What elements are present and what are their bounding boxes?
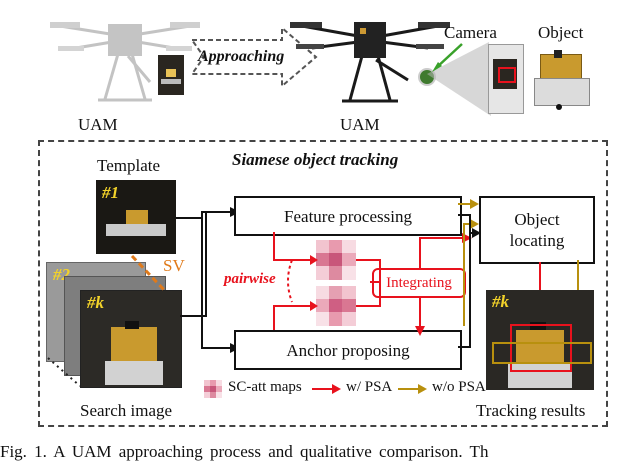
tracking-result-image: #k [486, 290, 594, 390]
stack-dots [47, 357, 81, 387]
camera-pointer-arrow [432, 43, 463, 72]
feature-processing-box: Feature processing [234, 196, 462, 236]
tracking-results-label: Tracking results [476, 401, 586, 420]
object-locating-box: Object locating [479, 196, 595, 264]
drone-illustration [290, 22, 450, 103]
faded-target-card [158, 55, 184, 95]
legend-psa-label: w/ PSA [346, 379, 393, 395]
figure-caption: Fig. 1. A UAM approaching process and qu… [0, 442, 489, 461]
input-connectors [176, 207, 240, 353]
sc-att-map-upper [316, 240, 356, 280]
search-frame-front: #k [80, 290, 182, 388]
no-psa-bounding-box [492, 342, 592, 364]
legend-no-psa-arrow [398, 384, 427, 394]
template-image: #1 [96, 180, 176, 254]
psa-bounding-box [510, 324, 572, 372]
legend-sc-att-label: SC-att maps [228, 379, 302, 395]
camera-view-image [488, 44, 524, 114]
approaching-label: Approaching [198, 48, 285, 65]
result-index: #k [492, 292, 509, 311]
camera-view-cone [427, 42, 491, 116]
legend-no-psa-label: w/o PSA [432, 379, 486, 395]
sv-line [130, 254, 168, 294]
search-front-index: #k [87, 293, 104, 312]
template-label: Template [97, 156, 161, 175]
template-index: #1 [102, 183, 119, 202]
faded-drone-illustration [50, 22, 200, 102]
object-label: Object [538, 23, 584, 42]
sc-att-map-lower [316, 286, 356, 326]
object-photo [534, 50, 590, 110]
anchor-proposing-box: Anchor proposing [234, 330, 462, 370]
search-image-label: Search image [80, 401, 173, 420]
legend-sc-att-swatch [204, 380, 222, 398]
approaching-arrow [190, 26, 318, 88]
camera-label: Camera [444, 23, 497, 42]
pairwise-label: pairwise [224, 271, 276, 287]
right-uam-label: UAM [340, 115, 380, 134]
legend-psa-arrow [312, 384, 341, 394]
panel-title: Siamese object tracking [232, 150, 399, 169]
output-connectors [458, 214, 481, 348]
sv-label: SV [163, 256, 185, 275]
left-uam-label: UAM [78, 115, 118, 134]
siamese-tracking-panel [38, 140, 608, 427]
